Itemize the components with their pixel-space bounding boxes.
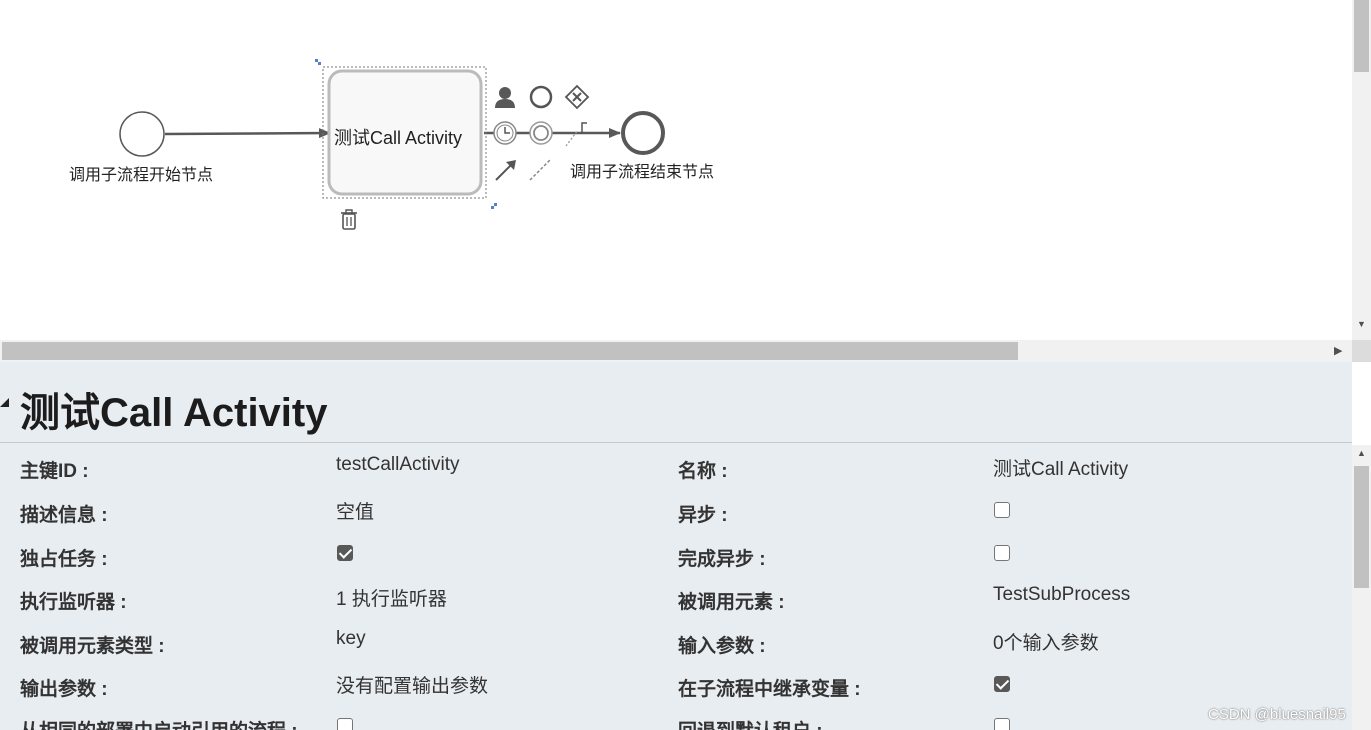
property-label: 异步 : — [678, 505, 728, 526]
property-label: 输出参数 : — [20, 679, 108, 700]
scroll-up-icon[interactable]: ▲ — [1357, 448, 1366, 458]
selection-outline — [315, 59, 497, 209]
panel-vertical-scroll-thumb[interactable] — [1354, 466, 1369, 588]
properties-panel: 测试Call Activity 主键ID : testCallActivity … — [0, 362, 1352, 730]
output-parameters-value[interactable]: 没有配置输出参数 — [336, 676, 489, 697]
property-label: 在子流程中继承变量 : — [678, 679, 861, 700]
canvas-vertical-scrollbar[interactable] — [1352, 0, 1371, 340]
called-element-type-value[interactable]: key — [336, 628, 366, 649]
inherit-variables-checkbox[interactable] — [994, 676, 1010, 692]
scrollbar-corner — [1352, 340, 1371, 362]
property-label: 完成异步 : — [678, 549, 766, 570]
panel-divider — [0, 442, 1352, 443]
documentation-value[interactable]: 空值 — [336, 502, 375, 523]
association-icon[interactable] — [529, 158, 552, 181]
canvas-vertical-scroll-thumb[interactable] — [1354, 0, 1369, 72]
execution-listeners-value[interactable]: 1 执行监听器 — [336, 589, 447, 610]
watermark: CSDN @bluesnail95 — [1208, 706, 1346, 723]
property-label: 执行监听器 : — [20, 592, 127, 613]
property-label: 输入参数 : — [678, 636, 766, 657]
property-label: 被调用元素 : — [678, 592, 785, 613]
task-label: 测试Call Activity — [334, 128, 463, 148]
panel-title: 测试Call Activity — [20, 391, 328, 435]
start-event[interactable] — [119, 111, 165, 157]
fallback-default-tenant-checkbox[interactable] — [994, 718, 1010, 730]
property-label: 主键ID : — [20, 461, 89, 482]
gateway-icon[interactable] — [564, 84, 590, 110]
target-icon[interactable] — [529, 121, 553, 145]
diagram-canvas[interactable]: 调用子流程开始节点 调用子流程结束节点 测试Call Activity — [0, 0, 1352, 340]
property-label: 被调用元素类型 : — [20, 636, 165, 657]
annotation-icon[interactable] — [565, 122, 587, 147]
collapse-toggle-icon[interactable] — [0, 398, 9, 407]
property-label: 名称 : — [678, 461, 728, 482]
complete-async-checkbox[interactable] — [994, 545, 1010, 561]
same-deployment-checkbox[interactable] — [337, 718, 353, 730]
input-parameters-value[interactable]: 0个输入参数 — [993, 633, 1099, 654]
call-activity-task[interactable] — [327, 69, 483, 196]
start-event-label: 调用子流程开始节点 — [69, 167, 214, 184]
circle-event-icon[interactable] — [529, 85, 553, 109]
id-value[interactable]: testCallActivity — [336, 454, 460, 475]
property-label: 描述信息 : — [20, 505, 108, 526]
canvas-horizontal-scroll-thumb[interactable] — [2, 342, 1018, 360]
property-label: 从相同的部署中启动引用的流程 : — [20, 716, 298, 730]
scroll-right-icon[interactable]: ▶ — [1334, 345, 1343, 357]
intermediate-event-icon[interactable] — [493, 121, 517, 145]
end-event[interactable] — [621, 111, 665, 155]
scroll-down-icon[interactable]: ▼ — [1357, 319, 1366, 329]
sequence-flow-start-to-task[interactable] — [164, 128, 331, 139]
connect-arrow-icon[interactable] — [495, 160, 516, 181]
async-checkbox[interactable] — [994, 502, 1010, 518]
property-label: 独占任务 : — [20, 549, 108, 570]
exclusive-checkbox[interactable] — [337, 545, 353, 561]
user-icon[interactable] — [495, 87, 515, 108]
called-element-value[interactable]: TestSubProcess — [993, 584, 1131, 605]
trash-icon[interactable] — [341, 209, 357, 230]
end-event-label: 调用子流程结束节点 — [570, 164, 715, 181]
name-value[interactable]: 测试Call Activity — [993, 459, 1129, 480]
property-label: 回退到默认租户 : — [678, 716, 823, 730]
